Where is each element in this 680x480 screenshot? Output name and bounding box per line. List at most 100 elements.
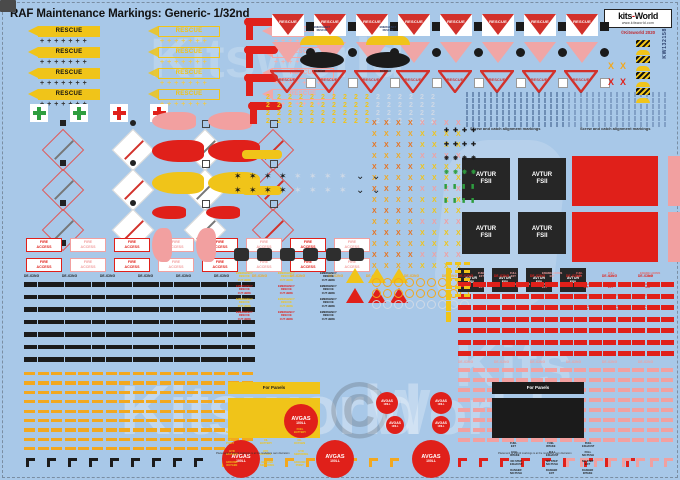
plus-icon: + xyxy=(295,38,300,45)
cross-stencil-icon: X xyxy=(384,120,389,127)
alignment-tick xyxy=(598,104,600,109)
stencil-mark xyxy=(146,344,160,349)
triangle-icon xyxy=(272,14,304,35)
stencil-mark xyxy=(200,409,212,413)
cross-stencil-icon: X xyxy=(444,263,449,270)
alignment-tick xyxy=(544,110,546,115)
alignment-tick xyxy=(622,98,624,103)
panel-marker xyxy=(432,78,442,88)
stencil-mark xyxy=(187,428,199,432)
stencil-mark xyxy=(24,437,35,441)
warning-triangle-decal: RESCUE xyxy=(482,14,514,36)
alignment-tick xyxy=(664,104,666,109)
alignment-tick xyxy=(580,104,582,109)
triangle-icon xyxy=(524,14,556,35)
stencil-mark xyxy=(617,418,630,422)
stencil-mark xyxy=(516,351,529,356)
panel-block-decal xyxy=(572,212,658,262)
digit-decal: 2 xyxy=(398,102,402,109)
warning-triangle-decal: RESCUE xyxy=(398,14,430,36)
alignment-tick xyxy=(514,116,516,121)
stencil-mark xyxy=(146,282,160,287)
alignment-tick xyxy=(616,104,618,109)
stencil-mark xyxy=(241,282,255,287)
hook-decal-yellow xyxy=(242,150,282,159)
stencil-mark xyxy=(472,305,486,310)
stencil-mark xyxy=(200,319,214,324)
stencil-mark xyxy=(617,293,631,299)
hook-decal xyxy=(244,18,278,26)
alignment-tick xyxy=(490,98,492,103)
stencil-mark xyxy=(214,419,226,423)
stencil-mark xyxy=(173,307,187,312)
de-icing-label: DE-ICING xyxy=(290,274,306,278)
stencil-mark xyxy=(200,381,212,385)
stencil-mark xyxy=(617,368,630,372)
de-icing-label: DE-ICING xyxy=(602,360,618,364)
triangle-outline-icon xyxy=(522,70,556,93)
avgas-grade-label: 100LL xyxy=(236,459,246,464)
alignment-markings-caption: Screw and catch alignment markings xyxy=(470,126,541,131)
alignment-tick xyxy=(556,110,558,115)
cross-stencil-icon: X xyxy=(456,230,461,237)
alignment-tick xyxy=(628,98,630,103)
panel-patch-decal xyxy=(257,248,272,261)
stencil-mark xyxy=(588,293,602,299)
alignment-tick xyxy=(544,104,546,109)
stencil-mark xyxy=(646,428,659,432)
stencil-mark xyxy=(632,293,645,299)
panel-patch-decal xyxy=(234,248,249,261)
stencil-mark xyxy=(51,390,63,394)
alignment-tick xyxy=(598,98,600,103)
digit-decal: 2 xyxy=(409,110,413,117)
cross-stencil-icon: X xyxy=(396,241,401,248)
panel-marker xyxy=(474,22,483,31)
cross-stencil-icon: X xyxy=(372,186,377,193)
alignment-tick xyxy=(544,116,546,121)
rescue-label: RESCUE xyxy=(55,91,83,97)
stencil-mark xyxy=(472,351,486,356)
stencil-mark xyxy=(37,294,51,299)
cross-stencil-icon: X xyxy=(384,197,389,204)
alignment-tick xyxy=(514,104,516,109)
ring-stencil-icon xyxy=(383,278,392,287)
alignment-tick xyxy=(628,110,630,115)
plus-icon: + xyxy=(295,101,300,108)
stencil-mark xyxy=(617,428,630,432)
stencil-mark xyxy=(559,316,573,322)
digit-decal: 2 xyxy=(354,94,358,101)
cross-stencil-icon: X xyxy=(432,164,437,171)
stencil-mark xyxy=(661,339,674,345)
ring-stencil-icon xyxy=(427,278,436,287)
stencil-mark xyxy=(241,332,255,337)
cross-stencil-icon: X xyxy=(444,153,449,160)
plus-icon: + xyxy=(61,59,66,66)
arrow-head-icon xyxy=(148,68,158,78)
stencil-mark xyxy=(632,438,644,442)
rescue-label: RESCUE xyxy=(289,91,317,97)
stencil-mark xyxy=(214,319,228,324)
digit-decal: 2 xyxy=(299,102,303,109)
alignment-tick xyxy=(544,92,546,97)
stencil-mark xyxy=(92,447,103,451)
alignment-tick xyxy=(664,98,666,103)
rescue-label: RESCUE xyxy=(446,77,464,82)
stencil-mark xyxy=(105,282,119,287)
alignment-tick xyxy=(550,116,552,121)
digit-decal: 2 xyxy=(288,110,292,117)
warning-triangle-outline-decal: RESCUE xyxy=(438,70,472,93)
alignment-tick xyxy=(526,104,528,109)
stencil-mark xyxy=(146,447,158,451)
digit-decal: 2 xyxy=(343,94,347,101)
digit-decal: 2 xyxy=(387,110,391,117)
alignment-tick xyxy=(466,110,468,115)
alignment-tick xyxy=(628,122,630,127)
cross-stencil-icon: X xyxy=(420,208,425,215)
stencil-mark xyxy=(530,378,543,382)
alignment-markings-caption: Screw and catch alignment markings xyxy=(580,126,651,131)
plus-icon: + xyxy=(40,59,45,66)
